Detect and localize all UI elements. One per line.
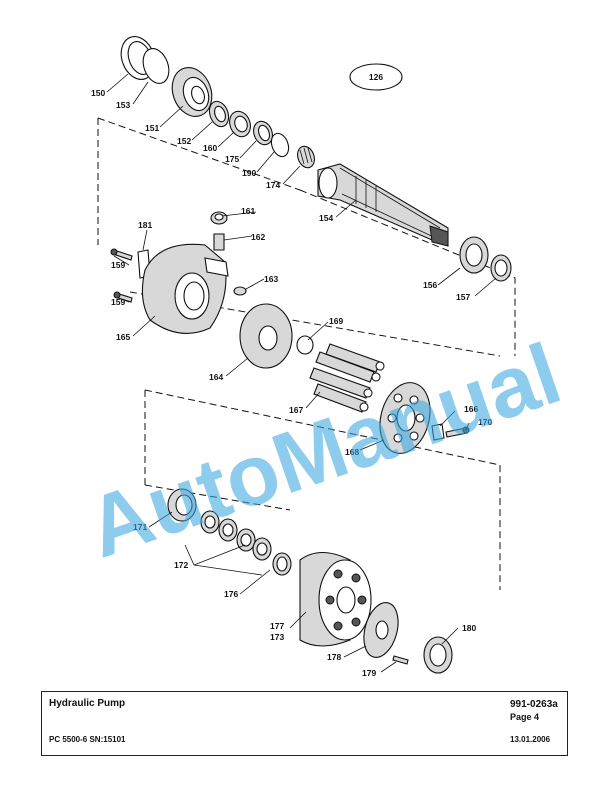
issue-date: 13.01.2006 (510, 735, 551, 744)
part-167-pistons (309, 343, 385, 413)
part-159-bolt-upper (110, 248, 133, 261)
callout-176: 176 (224, 589, 238, 599)
callout-163: 163 (264, 274, 278, 284)
callout-156: 156 (423, 280, 437, 290)
callout-180: 180 (462, 623, 476, 633)
part-157-ring (490, 254, 512, 282)
callout-162: 162 (251, 232, 265, 242)
title-block: Hydraulic Pump 991-0263a Page 4 PC 5500-… (41, 691, 568, 756)
callout-151: 151 (145, 123, 159, 133)
callout-177: 177 (270, 621, 284, 631)
part-156-bearing (459, 236, 489, 274)
group-oval (349, 63, 403, 91)
callout-167: 167 (289, 405, 303, 415)
callout-153: 153 (116, 100, 130, 110)
part-166-lock-plate (431, 423, 445, 441)
callout-152: 152 (177, 136, 191, 146)
callout-168: 168 (345, 447, 359, 457)
part-163-washer (233, 286, 247, 296)
drawing-number: 991-0263a (510, 699, 558, 710)
callout-164: 164 (209, 372, 223, 382)
group-label: 126 (369, 72, 383, 82)
callout-169: 169 (329, 316, 343, 326)
part-168-retainer-plate (379, 382, 431, 454)
callout-170: 170 (478, 417, 492, 427)
part-164-plate (239, 303, 293, 369)
exploded-view-diagram: 126 150 153 151 152 160 175 190 174 154 … (76, 36, 572, 678)
part-175-ring (253, 120, 273, 146)
callout-172: 172 (174, 560, 188, 570)
part-180-bearing (423, 636, 453, 674)
part-190-o-ring (270, 132, 290, 158)
callout-175: 175 (225, 154, 239, 164)
part-171-race (167, 488, 197, 522)
callout-171: 171 (133, 522, 147, 532)
part-160-ring (229, 110, 251, 138)
part-162-pin (213, 233, 225, 251)
part-154-shaft (317, 163, 449, 247)
callout-190: 190 (242, 168, 256, 178)
part-165-housing (141, 243, 229, 334)
callout-157: 157 (456, 292, 470, 302)
callout-154: 154 (319, 213, 333, 223)
part-169-washer (296, 335, 314, 355)
callout-173: 173 (270, 632, 284, 642)
leader-lines (106, 73, 497, 673)
callout-166: 166 (464, 404, 478, 414)
callout-150: 150 (91, 88, 105, 98)
part-159-bolt-lower (113, 291, 133, 303)
lower-assembly-frame (144, 389, 501, 590)
part-179-pin (392, 655, 409, 665)
part-152-ring (208, 100, 230, 128)
callout-181: 181 (138, 220, 152, 230)
part-153-ring (142, 48, 170, 84)
callout-179: 179 (362, 668, 376, 678)
part-172-ring-set (200, 510, 272, 561)
part-161-nut (210, 211, 228, 225)
callout-160: 160 (203, 143, 217, 153)
callout-159-upper: 159 (111, 260, 125, 270)
callout-174: 174 (266, 180, 280, 190)
callout-161: 161 (241, 206, 255, 216)
machine-serial: PC 5500-6 SN:15101 (49, 735, 126, 744)
callout-178: 178 (327, 652, 341, 662)
part-151-seal (171, 67, 213, 117)
page-number: Page 4 (510, 712, 540, 722)
part-176-ring (272, 552, 292, 576)
part-178-valve-plate (363, 602, 399, 658)
part-177-cylinder-block (299, 551, 372, 647)
part-174-bearing (297, 145, 315, 169)
callout-159-lower: 159 (111, 297, 125, 307)
callout-165: 165 (116, 332, 130, 342)
drawing-title: Hydraulic Pump (49, 698, 126, 709)
